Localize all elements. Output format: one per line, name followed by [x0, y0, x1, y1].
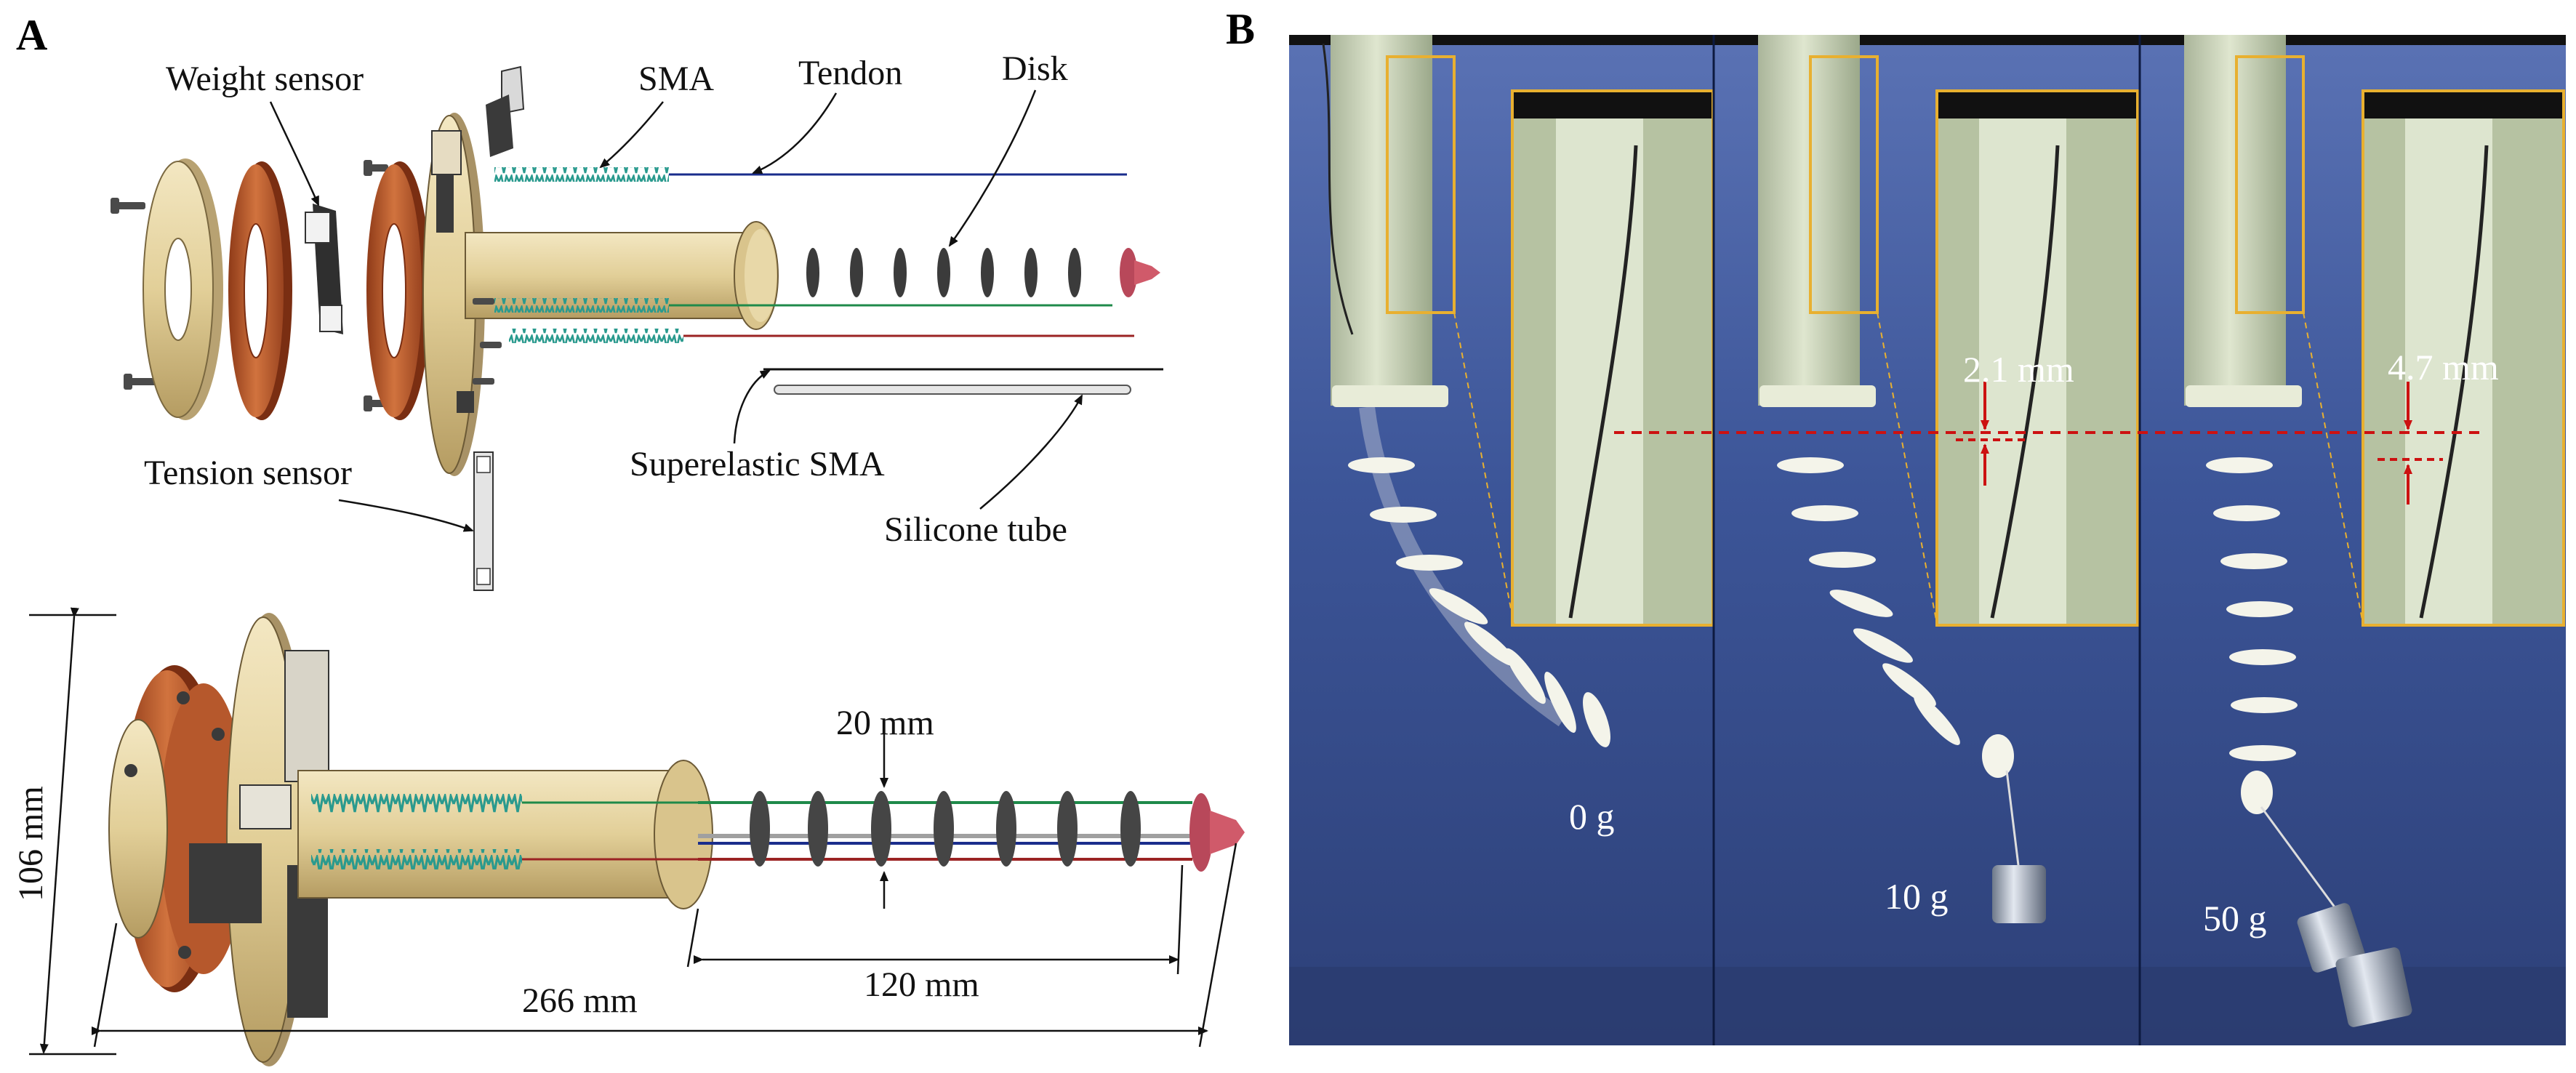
- panel-b-letter: B: [1226, 5, 1255, 53]
- cream-tube: [465, 221, 779, 330]
- tension-sensor: [473, 451, 494, 591]
- copper-ring-1: [228, 161, 292, 420]
- displacement-markers: [1614, 382, 2487, 505]
- load-50g: 50 g: [2203, 898, 2267, 939]
- label-tendon: Tendon: [798, 54, 902, 92]
- copper-ring-2: [366, 161, 430, 420]
- label-silicone-tube: Silicone tube: [884, 510, 1067, 549]
- dimension-labels: 106 mm 20 mm 120 mm 266 mm: [12, 704, 979, 1020]
- tip-assembled: [1189, 793, 1245, 872]
- dim-20mm: 20 mm: [836, 704, 934, 742]
- photo-labels: 2.1 mm 4.7 mm 0 g 10 g 50 g: [1569, 347, 2499, 939]
- dimensions: [29, 607, 1237, 1056]
- disks-exploded: [806, 248, 1081, 297]
- panel-a-letter: A: [16, 11, 47, 59]
- photo-frame-10g: [1758, 35, 2139, 923]
- photo-frame-0g: [1322, 35, 1714, 747]
- clamp-top: [486, 65, 525, 157]
- label-superelastic-sma: Superelastic SMA: [630, 445, 885, 483]
- disks-assembled: [750, 791, 1141, 867]
- weight-sensor: [305, 204, 343, 334]
- bolts-left: [111, 198, 159, 390]
- bolts-plate: [473, 298, 502, 385]
- displacement-2-1mm: 2.1 mm: [1963, 349, 2074, 390]
- assembled-view: [108, 613, 1245, 1066]
- label-weight-sensor: Weight sensor: [166, 60, 364, 98]
- dim-120mm: 120 mm: [864, 965, 979, 1004]
- photo-frame-50g: [2184, 35, 2565, 1027]
- load-10g: 10 g: [1885, 876, 1949, 917]
- load-0g: 0 g: [1569, 796, 1615, 837]
- base-plate: [422, 113, 485, 476]
- label-sma: SMA: [638, 60, 714, 98]
- exploded-view: [111, 65, 1163, 591]
- exploded-labels: Weight sensor SMA Tendon Disk Tension se…: [144, 49, 1083, 549]
- displacement-4-7mm: 4.7 mm: [2388, 347, 2499, 387]
- label-disk: Disk: [1002, 49, 1068, 88]
- label-tension-sensor: Tension sensor: [144, 454, 352, 492]
- dim-266mm: 266 mm: [522, 981, 638, 1020]
- silicone-tube: [774, 385, 1131, 395]
- dim-106mm: 106 mm: [12, 786, 50, 901]
- cream-flange: [143, 158, 223, 420]
- tip-exploded: [1120, 248, 1160, 297]
- sma-springs-exploded: [494, 167, 683, 343]
- photo-panel: [1289, 35, 2566, 1045]
- bolts-middle: [364, 160, 388, 411]
